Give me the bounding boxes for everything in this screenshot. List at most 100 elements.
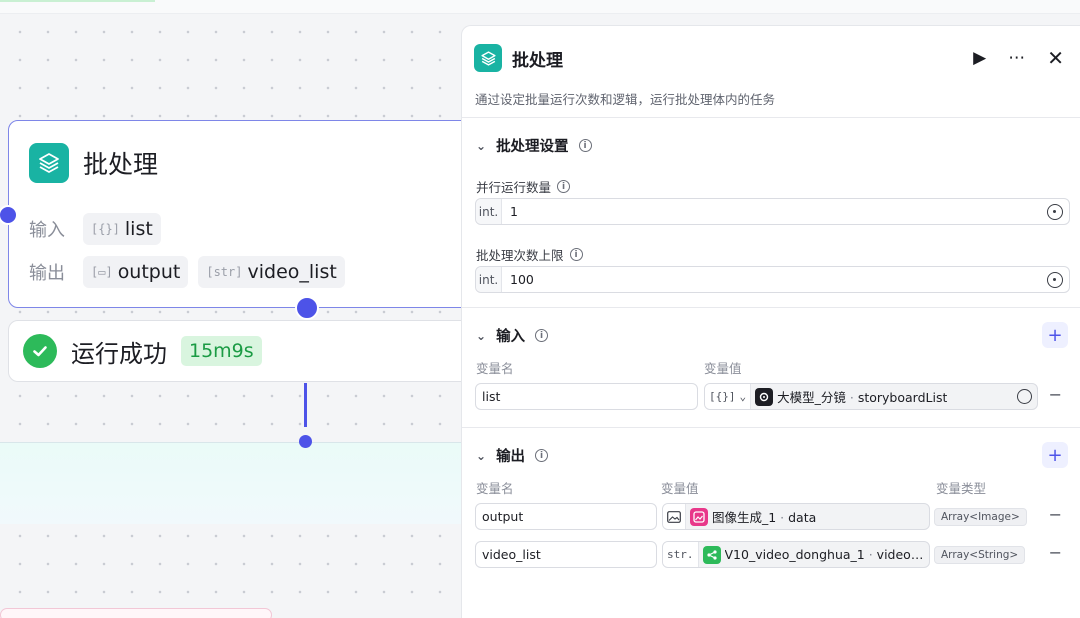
ref-field: storyboardList [857, 390, 948, 405]
input-section-header[interactable]: ⌄ 输入 i [476, 325, 549, 346]
col-var-type: 变量类型 [936, 481, 987, 496]
output-var-name[interactable]: output [475, 503, 657, 530]
image-gen-node-icon [690, 507, 708, 526]
chip-name: video_list [247, 261, 337, 283]
ref-source: V10_video_donghua_1 [724, 547, 865, 562]
output-port[interactable] [295, 296, 319, 320]
connection-edge[interactable] [304, 383, 307, 427]
ref-path: 大模型_分镜 · storyboardList [777, 390, 948, 405]
image-type-icon [663, 504, 686, 529]
reference-icon[interactable] [1047, 203, 1063, 220]
divider [462, 307, 1080, 308]
reference-icon[interactable] [1047, 271, 1063, 288]
play-icon[interactable]: ▶ [973, 48, 987, 68]
var-type-badge: Array<Image> [934, 508, 1027, 526]
chevron-down-icon[interactable]: ⌄ [476, 138, 487, 153]
section-title: 输出 [496, 449, 526, 465]
type-text: [{}] [709, 390, 736, 403]
ref-field: video… [876, 547, 924, 562]
panel-title: 批处理 [512, 50, 563, 71]
chip-type: [▭] [91, 265, 113, 279]
node-input-chip: [{}] list [83, 213, 161, 245]
reference-icon[interactable] [1017, 389, 1032, 404]
type-prefix: int. [476, 267, 502, 292]
run-status-bar[interactable]: 运行成功 15m9s [8, 320, 478, 382]
add-output-button[interactable]: + [1042, 442, 1068, 468]
type-prefix: str. [663, 542, 699, 567]
divider [462, 117, 1080, 118]
field-label-text: 并行运行数量 [476, 180, 552, 195]
layers-icon [29, 143, 69, 183]
node-input-row: 输入 [{}] list [29, 213, 161, 245]
max-batch-label: 批处理次数上限 i [476, 245, 583, 264]
chip-type: [str] [206, 265, 243, 279]
close-icon[interactable]: ✕ [1047, 46, 1064, 70]
ref-source: 大模型_分镜 [777, 390, 846, 405]
node-input-label: 输入 [29, 220, 65, 241]
divider [462, 427, 1080, 428]
chevron-down-icon: ⌄ [739, 390, 747, 403]
connection-dot[interactable] [299, 435, 312, 448]
input-var-value[interactable]: [{}]⌄ 大模型_分镜 · storyboardList [704, 383, 1038, 410]
info-icon[interactable]: i [557, 180, 571, 193]
info-icon[interactable]: i [535, 329, 549, 342]
section-title: 输入 [496, 329, 526, 345]
batch-node[interactable]: 批处理 输入 [{}] list 输出 [▭] output [str] vid… [8, 120, 478, 308]
workflow-node-icon [702, 545, 721, 564]
concurrency-input[interactable]: int. 1 [475, 198, 1070, 225]
input-var-name[interactable]: list [475, 383, 698, 410]
chevron-down-icon[interactable]: ⌄ [476, 328, 487, 343]
node-output-label: 输出 [29, 263, 65, 284]
top-bar [0, 0, 1080, 14]
output-section-header[interactable]: ⌄ 输出 i [476, 445, 549, 466]
remove-output-button[interactable]: − [1048, 543, 1062, 562]
chip-type: [{}] [91, 222, 120, 236]
chevron-down-icon[interactable]: ⌄ [476, 448, 487, 463]
info-icon[interactable]: i [535, 449, 549, 462]
max-batch-input[interactable]: int. 100 [475, 266, 1070, 293]
col-var-name: 变量名 [476, 361, 514, 376]
ref-source: 图像生成_1 [712, 510, 777, 525]
node-output-chip: [str] video_list [198, 256, 345, 288]
batch-body-area[interactable] [0, 442, 470, 524]
type-prefix: int. [476, 199, 502, 224]
ref-field: data [788, 510, 817, 525]
field-label-text: 批处理次数上限 [476, 248, 564, 263]
col-var-value: 变量值 [704, 361, 742, 376]
output-var-value[interactable]: str. V10_video_donghua_1 · video… [662, 541, 930, 568]
settings-section-header[interactable]: ⌄ 批处理设置 i [476, 135, 592, 156]
status-text: 运行成功 [71, 339, 167, 368]
panel-description: 通过设定批量运行次数和逻辑，运行批处理体内的任务 [475, 92, 776, 107]
top-progress [0, 0, 155, 2]
remove-input-button[interactable]: − [1048, 385, 1062, 404]
concurrency-label: 并行运行数量 i [476, 177, 571, 196]
var-type-badge: Array<String> [934, 546, 1026, 564]
node-output-chip: [▭] output [83, 256, 189, 288]
input-value[interactable]: 1 [510, 204, 518, 219]
layers-icon [474, 44, 502, 72]
input-value[interactable]: 100 [510, 272, 534, 287]
output-var-value[interactable]: 图像生成_1 · data [662, 503, 930, 530]
output-var-name[interactable]: video_list [475, 541, 657, 568]
chip-name: list [124, 218, 153, 240]
node-title: 批处理 [83, 150, 159, 179]
ref-path: V10_video_donghua_1 · video… [724, 547, 924, 562]
remove-output-button[interactable]: − [1048, 505, 1062, 524]
col-var-value: 变量值 [661, 481, 699, 496]
node-output-row: 输出 [▭] output [str] video_list [29, 256, 345, 288]
chip-name: output [117, 261, 181, 283]
run-time-badge: 15m9s [181, 336, 262, 366]
type-selector[interactable]: [{}]⌄ [705, 384, 752, 409]
node-config-panel: 批处理 ▶ ⋯ ✕ 通过设定批量运行次数和逻辑，运行批处理体内的任务 ⌄ 批处理… [461, 25, 1080, 618]
ref-path: 图像生成_1 · data [712, 510, 817, 525]
info-icon[interactable]: i [569, 248, 583, 261]
node-card-partial[interactable] [0, 608, 272, 618]
col-var-name: 变量名 [476, 481, 514, 496]
check-circle-icon [23, 334, 57, 368]
input-port[interactable] [0, 205, 18, 225]
add-input-button[interactable]: + [1042, 322, 1068, 348]
more-icon[interactable]: ⋯ [1008, 48, 1026, 68]
section-title: 批处理设置 [496, 139, 569, 155]
info-icon[interactable]: i [578, 139, 592, 152]
llm-node-icon [755, 387, 774, 406]
